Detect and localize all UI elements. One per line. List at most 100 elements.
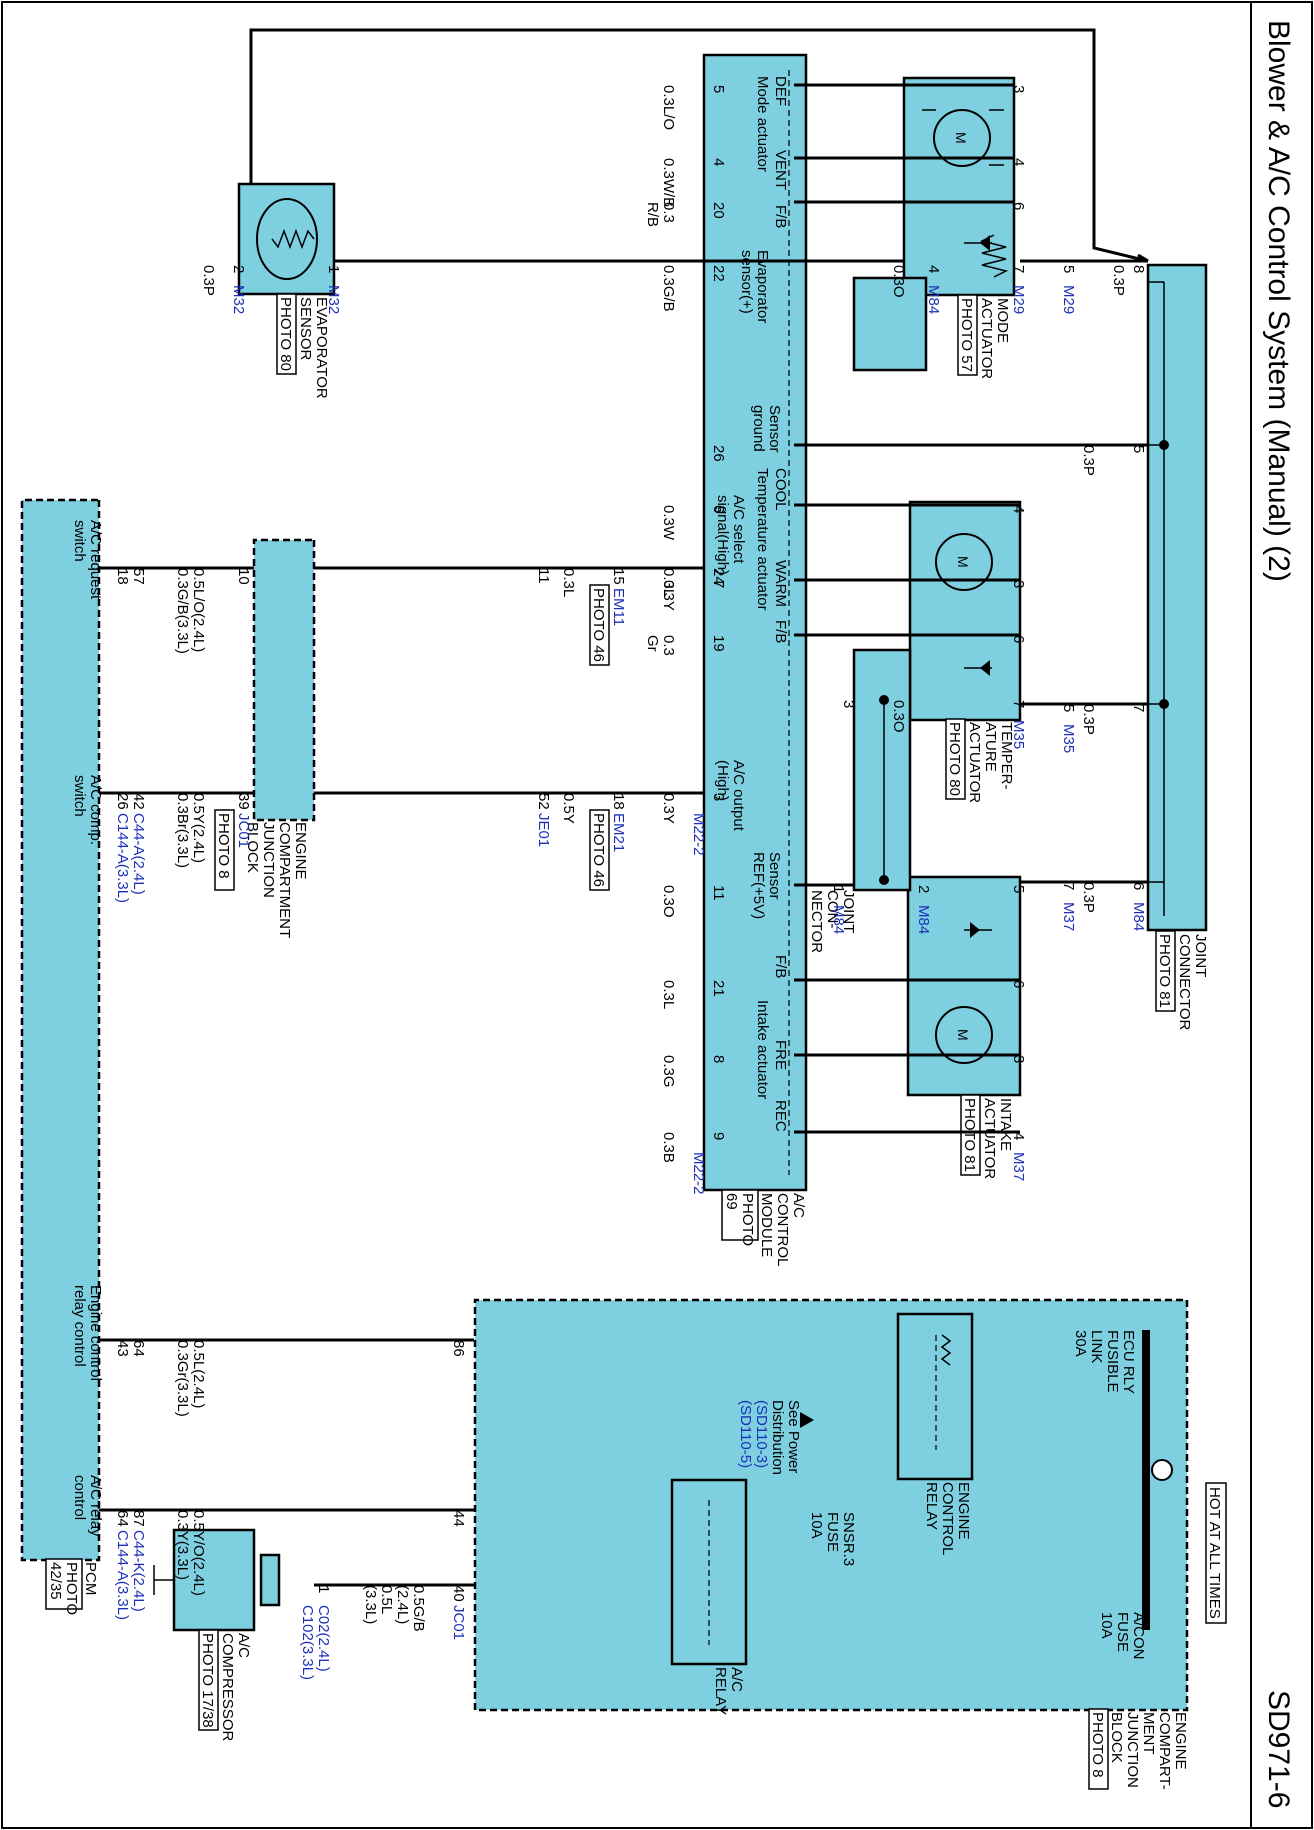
wire-tfb-mpin: 19 [710, 635, 727, 652]
wire-vent-apin: 4 [1010, 158, 1027, 166]
wire-comp-color-2: (2.4L) [394, 1585, 411, 1624]
acon-fuse-label: A/CON FUSE 10A [1098, 1612, 1147, 1660]
acr-name: A/C [728, 1667, 745, 1692]
wire-modejc-apin: 5 [1060, 265, 1077, 273]
fusible-name-3: LINK [1088, 1330, 1105, 1363]
wire-acsel-mcolor: 0.3L [660, 568, 677, 597]
label-cool: COOL [772, 468, 789, 511]
engine-control-relay-label: ENGINE CONTROL RELAY [923, 1482, 972, 1555]
wire-evapret-color: 0.3P [200, 265, 217, 296]
wire-acr-color: 0.5Y/O(2.4L) [190, 1510, 207, 1596]
label-ac-output-2: (High) [714, 760, 731, 801]
wire-acsel-ppin1: 57 [130, 568, 147, 585]
wire-evapret-conn: M32 [230, 285, 247, 314]
wire-ref-jconn: M84 [830, 905, 847, 934]
wire-acr-jpin: 44 [450, 1510, 467, 1527]
wire-acr-pconn1: C44-K(2.4L) [130, 1530, 147, 1612]
wire-acsel-pcolor-2: 0.3G/B(3.3L) [174, 568, 191, 654]
wire-comp-cconn2: C102(3.3L) [299, 1605, 316, 1680]
label-ac-request: A/C request [87, 520, 104, 600]
engine-junction-block-big [473, 1298, 1189, 1712]
wire-ref-color: 0.3O [660, 885, 677, 918]
label-ac-output: A/C output [730, 760, 747, 832]
label-temperature-actuator: Temperature actuator [754, 468, 771, 611]
joint-connector-label: JOINT CONNECTOR PHOTO 81 [1155, 930, 1209, 1031]
wire-ref-mpin: 11 [710, 885, 727, 901]
wire-cool-color: 0.3W [660, 505, 677, 541]
wire-warm-apin: 3 [1010, 580, 1027, 588]
wire-tfb-apin: 6 [1010, 635, 1027, 643]
fusible-name: ECU RLY [1120, 1330, 1137, 1394]
joint-connector-small [852, 648, 912, 892]
mode-actuator-name-2: ACTUATOR [978, 298, 995, 379]
wire-acout-mpin: 3 [710, 793, 727, 801]
ecr-name: ENGINE [955, 1482, 972, 1540]
wire-evap-spin: 1 [325, 265, 342, 273]
wire-evap-color: 0.3G/B [660, 265, 677, 312]
mode-actuator-label: MODE ACTUATOR PHOTO 57 [957, 294, 1011, 379]
wire-evap-mpin: 22 [710, 265, 727, 282]
acon-fuse-name: A/CON [1130, 1612, 1147, 1660]
ejb-small-name-2: COMPARTMENT [276, 822, 293, 938]
wire-sgnd-jpin: 5 [1130, 445, 1147, 453]
ac-module-name-2: CONTROL [774, 1193, 791, 1266]
diagram-title: Blower & A/C Control System (Manual) (2) [1262, 20, 1295, 582]
wire-modejc-color: 0.3P [1110, 265, 1127, 296]
wire-intjc-color: 0.3P [1080, 882, 1097, 913]
ac-relay [670, 1478, 748, 1666]
wire-fb-color: 0.3 [660, 202, 677, 223]
wire-ref-jcpin2: 2 [915, 885, 932, 893]
pcm-name: PCM [82, 1562, 99, 1595]
fusible-link-label: ECU RLY FUSIBLE LINK 30A [1072, 1330, 1137, 1394]
wire-tempref-aconn: M35 [1010, 720, 1027, 749]
label-intake-actuator: Intake actuator [754, 1000, 771, 1099]
wire-fb-color-2: R/B [644, 202, 661, 227]
label-sensor-ref-2: REF(+5V) [750, 852, 767, 919]
ejb-big-name-3: MENT [1140, 1712, 1157, 1755]
wire-comp-jpin: 40 [450, 1585, 467, 1602]
compressor-name: A/C [235, 1633, 252, 1658]
label-fre: FRE [772, 1040, 789, 1070]
ejb-big-name-5: BLOCK [1108, 1712, 1125, 1763]
label-def: DEF [772, 76, 789, 106]
ac-module-name: A/C [790, 1193, 807, 1218]
wire-warm-mpin: 7 [710, 580, 727, 588]
compressor-photo: PHOTO 17/38 [199, 1633, 216, 1728]
wire-acout-emconn: EM21 [610, 813, 627, 852]
label-sensor-ref: Sensor [766, 852, 783, 900]
evap-sensor-name-2: SENSOR [297, 297, 314, 361]
wire-acout-pcolor: 0.5Y(2.4L) [190, 793, 207, 863]
wire-acsel-ppin2: 18 [114, 568, 131, 585]
joint-connector-name-2: CONNECTOR [1176, 934, 1193, 1031]
engine-junction-block-small-label: ENGINE COMPARTMENT JUNCTION BLOCK [244, 822, 309, 938]
wire-sgnd-color: 0.3P [1080, 445, 1097, 476]
wire-intjc-jconn: M84 [1130, 902, 1147, 931]
wire-ref-jcpin: 1 [830, 885, 847, 893]
label-mode-actuator: Mode actuator [754, 76, 771, 172]
wire-tfb-color: 0.3 [660, 635, 677, 656]
wire-acout-econn2: JC01 [235, 813, 252, 848]
wire-rec-aconn: M37 [1010, 1152, 1027, 1181]
wire-tempref-jcpin: 3 [840, 700, 857, 708]
wire-acsel-pcolor: 0.5L/O(2.4L) [190, 568, 207, 652]
joint-small-name-3: NECTOR [808, 890, 825, 953]
label-fb: F/B [772, 205, 789, 228]
wire-acsel-epin2: 10 [235, 568, 252, 585]
wire-fb-apin: 6 [1010, 202, 1027, 210]
compressor-name-2: COMPRESSOR [219, 1633, 236, 1742]
wire-tempjc-color: 0.3P [1080, 704, 1097, 735]
wires-lower [99, 566, 474, 1587]
wire-acsel-emconn: EM11 [610, 588, 627, 626]
temp-actuator-name: TEMPER- [998, 722, 1015, 790]
ejb-small-name: ENGINE [292, 822, 309, 880]
wire-modejc-jpin: 8 [1130, 265, 1147, 273]
engine-junction-block-big-label: ENGINE COMPART- MENT JUNCTION BLOCK PHOT… [1088, 1708, 1189, 1790]
wire-acout-empin: 18 [610, 793, 627, 810]
wire-tempref-apin: 7 [1010, 700, 1027, 708]
motor-symbol-3: M [955, 1029, 971, 1041]
wire-tempjc-aconn: M35 [1060, 724, 1077, 753]
wire-acout-econn: JE01 [535, 813, 552, 847]
wire-labels: 0.3L/O 5 3 0.3W/B 4 4 0.3 R/B 20 6 0.3O … [114, 85, 1147, 1680]
wire-acr-ppin1: 87 [130, 1510, 147, 1527]
wire-intjc-aconn: M37 [1060, 902, 1077, 931]
